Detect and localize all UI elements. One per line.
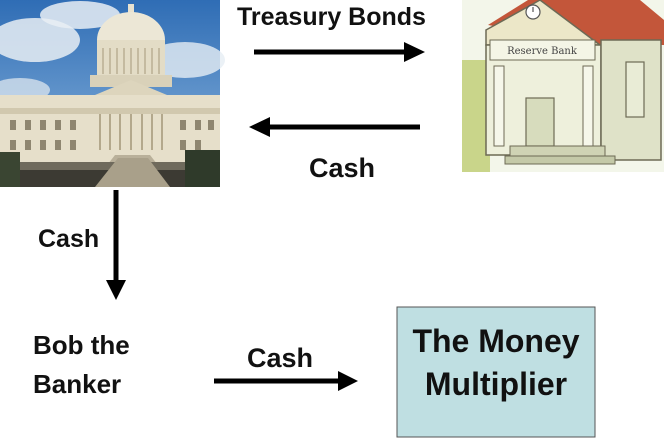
money-multiplier-box <box>396 306 596 438</box>
reserve-bank-image: Reserve Bank <box>462 0 664 172</box>
arrow-cash-down <box>106 190 126 300</box>
cash-from-bank-label: Cash <box>309 153 376 183</box>
cash-down-label: Cash <box>38 225 100 253</box>
bob-the-banker-line1: Bob the <box>33 330 130 360</box>
bank-sign-text: Reserve Bank <box>507 46 578 57</box>
arrow-bonds-to-bank <box>254 42 425 62</box>
treasury-bonds-label: Treasury Bonds <box>237 3 426 31</box>
capitol-building-image <box>0 0 225 187</box>
cash-to-multiplier-label: Cash <box>247 343 314 373</box>
bob-the-banker-line2: Banker <box>33 369 122 399</box>
money-multiplier-line1: The Money <box>412 323 580 359</box>
arrow-cash-to-multiplier <box>214 371 358 391</box>
money-multiplier-line2: Multiplier <box>424 366 568 402</box>
arrow-cash-from-bank <box>249 117 420 137</box>
